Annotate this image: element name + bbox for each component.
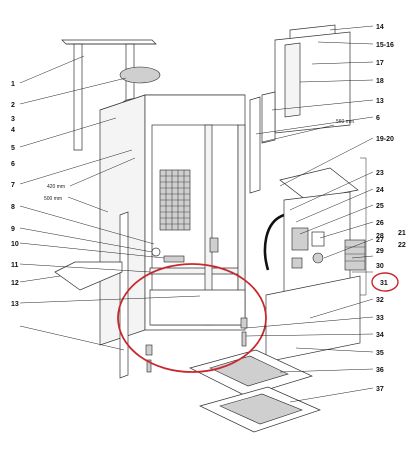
callout-9: 9 xyxy=(11,226,15,233)
callout-6: 6 xyxy=(11,161,15,168)
power-cable xyxy=(263,213,285,271)
callout-10: 10 xyxy=(11,241,19,248)
rear-panels xyxy=(249,24,351,194)
callout-26: 26 xyxy=(376,220,384,227)
callout-labels: 1 2 3 4 5 6 7 8 9 10 11 12 13 14 15-16 1… xyxy=(11,24,406,393)
power-switch-icon xyxy=(151,247,161,257)
callout-33: 33 xyxy=(376,315,384,322)
highlight-31-circle xyxy=(371,272,399,292)
callout-13-right: 13 xyxy=(376,98,384,105)
callout-36: 36 xyxy=(376,367,384,374)
vent-grille xyxy=(159,169,191,231)
feet xyxy=(145,317,248,373)
highlight-ellipse xyxy=(117,263,267,373)
highlight-markers xyxy=(117,263,399,373)
callout-8: 8 xyxy=(11,204,15,211)
panel-31 xyxy=(265,275,361,363)
callout-4: 4 xyxy=(11,127,15,134)
callout-22: 22 xyxy=(398,242,406,249)
leader-lines xyxy=(19,25,374,403)
callout-15-16: 15-16 xyxy=(376,42,394,49)
callout-3: 3 xyxy=(11,116,15,123)
callout-30: 30 xyxy=(376,263,384,270)
callout-7: 7 xyxy=(11,182,15,189)
callout-32: 32 xyxy=(376,297,384,304)
callout-6-right: 6 xyxy=(376,115,380,122)
callout-19-20: 19-20 xyxy=(376,136,394,143)
callout-27: 27 xyxy=(376,237,384,244)
callout-11: 11 xyxy=(11,262,19,269)
callout-13: 13 xyxy=(11,301,19,308)
callout-31: 31 xyxy=(380,280,388,287)
base-panels xyxy=(189,275,361,433)
cabinet-body xyxy=(99,94,246,346)
callout-29: 29 xyxy=(376,248,384,255)
callout-14: 14 xyxy=(376,24,384,31)
callout-18: 18 xyxy=(376,78,384,85)
callout-1: 1 xyxy=(11,81,15,88)
callout-12: 12 xyxy=(11,280,19,287)
dimension-420: 420 mm xyxy=(47,184,65,190)
electrical-box xyxy=(279,167,366,299)
callout-37: 37 xyxy=(376,386,384,393)
callout-5: 5 xyxy=(11,145,15,152)
dimension-560: 560 mm xyxy=(336,119,354,125)
callout-24: 24 xyxy=(376,187,384,194)
callout-35: 35 xyxy=(376,350,384,357)
callout-28: 28 xyxy=(376,233,384,240)
callout-25: 25 xyxy=(376,203,384,210)
callout-23: 23 xyxy=(376,170,384,177)
callout-34: 34 xyxy=(376,332,384,339)
dimension-500: 500 mm xyxy=(44,196,62,202)
callout-2: 2 xyxy=(11,102,15,109)
callout-17: 17 xyxy=(376,60,384,67)
dimension-labels: 420 mm 500 mm 560 mm xyxy=(44,119,354,213)
callout-21: 21 xyxy=(398,230,406,237)
transformer-icon xyxy=(344,239,366,271)
top-cover-disc xyxy=(119,66,161,84)
